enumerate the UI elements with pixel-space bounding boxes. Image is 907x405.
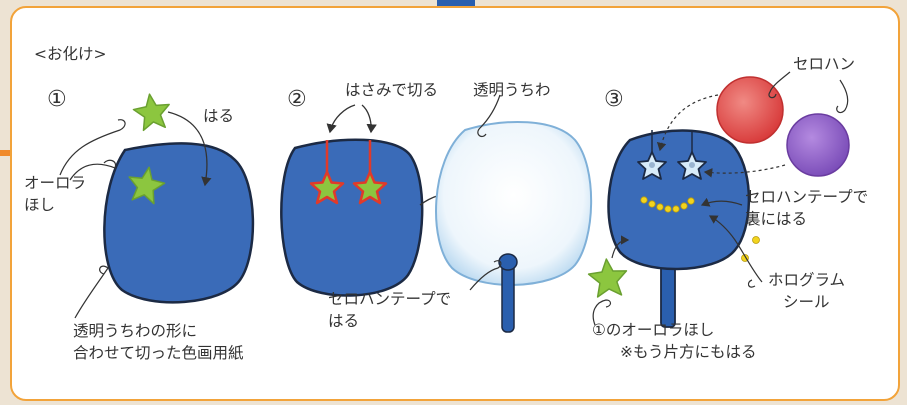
arrow-haru	[167, 111, 212, 187]
step-number-2: ②	[287, 87, 307, 112]
label-star3-line1: ①のオーロラほし	[592, 321, 715, 339]
leader-aurora-1	[59, 119, 126, 176]
leader-cello-2	[836, 79, 849, 114]
label-paper-line2: 合わせて切った色画用紙	[73, 344, 244, 362]
aurora-star-top	[132, 93, 170, 132]
aurora-star-on-paper	[128, 166, 166, 205]
holo-sticker-dots	[741, 236, 760, 262]
label-paper-line1: 透明うちわの形に	[73, 322, 198, 340]
label-holo-line1: ホログラム	[768, 271, 846, 289]
label-uchiwa: 透明うちわ	[473, 81, 551, 99]
orange-accent-bar	[0, 150, 16, 156]
label-tape3-line1: セロハンテープで	[745, 188, 869, 206]
label-haru: はる	[203, 107, 235, 125]
label-tape2-line1: セロハンテープで	[328, 290, 452, 308]
top-tab-notch	[437, 0, 475, 10]
arrow-cut-left	[326, 104, 356, 134]
red-outline-star-left	[309, 170, 345, 205]
arrow-tape-back	[700, 197, 743, 207]
leader-uchiwa	[477, 94, 501, 138]
arrow-star-to-fan	[611, 235, 630, 259]
leader-holo-curl	[747, 279, 756, 288]
leader-star3	[592, 299, 612, 326]
leader-aurora-2	[69, 159, 117, 181]
leader-paper	[74, 265, 109, 319]
purple-cellophane	[786, 113, 850, 177]
label-tape3-line2: 裏にはる	[745, 210, 808, 228]
leader-holo	[708, 215, 763, 283]
blue-paper-shape-2	[280, 138, 424, 297]
red-cellophane	[716, 76, 784, 144]
aurora-star-step3	[587, 258, 628, 298]
label-cut: はさみで切る	[345, 81, 439, 99]
label-tape2-line2: はる	[328, 312, 360, 330]
ghost-uchiwa	[607, 129, 751, 328]
red-outline-star-right	[352, 170, 388, 205]
leader-tape-2	[469, 260, 502, 291]
label-holo-line2: シール	[783, 293, 830, 311]
label-aurora-line1: オーロラ	[24, 174, 87, 192]
section-title: <お化け>	[34, 45, 107, 63]
arrow-cut-right	[361, 104, 377, 134]
dashed-arrow-purple	[703, 164, 786, 178]
step-number-1: ①	[47, 87, 67, 112]
label-star3-line2: ※もう片方にもはる	[620, 343, 757, 361]
blue-paper-shape-1	[103, 142, 255, 304]
label-cellophane: セロハン	[793, 55, 856, 73]
label-aurora-line2: ほし	[24, 196, 56, 214]
clear-uchiwa-fan	[435, 120, 593, 333]
step-number-3: ③	[604, 87, 624, 112]
dashed-arrow-red	[656, 94, 719, 152]
leader-cellophane	[768, 71, 791, 99]
